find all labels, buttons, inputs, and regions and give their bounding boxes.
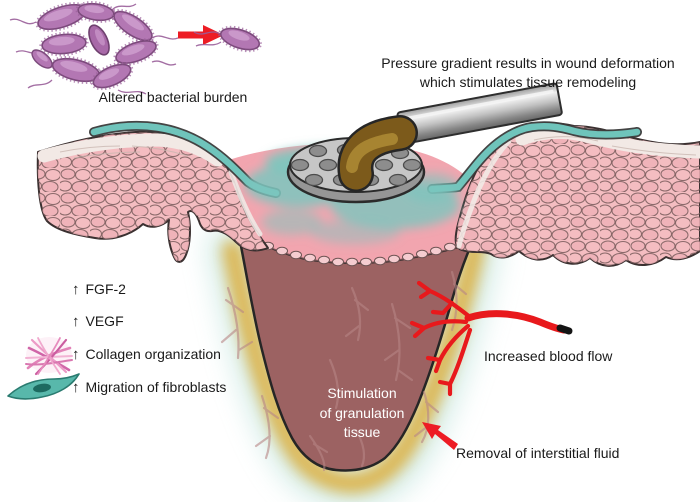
up-arrow-icon: ↑ <box>72 379 80 396</box>
up-arrow-icon: ↑ <box>72 313 80 330</box>
skin-flap-right <box>454 122 700 267</box>
stratum-corneum-left <box>37 133 225 167</box>
factor-fgf2-label: FGF-2 <box>85 281 126 297</box>
bacteria-reduction-arrow <box>178 25 224 45</box>
fluid-removal-arrow <box>422 422 458 450</box>
tube-connector <box>337 115 418 192</box>
factor-fgf2: ↑ FGF-2 <box>72 281 126 298</box>
blood-flow-caption: Increased blood flow <box>484 348 613 364</box>
factor-collagen-label: Collagen organization <box>85 346 221 362</box>
granulation-caption-line1: Stimulation <box>327 385 397 401</box>
interstitial-fluid-caption: Removal of interstitial fluid <box>456 445 620 461</box>
bacteria-cluster <box>9 1 179 95</box>
up-arrow-icon: ↑ <box>72 346 80 363</box>
bacteria-caption: Altered bacterial burden <box>98 89 248 105</box>
factor-collagen: ↑ Collagen organization <box>72 346 221 363</box>
pressure-caption-line2: which stimulates tissue remodeling <box>419 74 637 90</box>
pressure-caption-line1: Pressure gradient results in wound defor… <box>381 55 675 71</box>
factor-fibroblasts: ↑ Migration of fibroblasts <box>72 379 226 396</box>
granulation-caption-line2: of granulation <box>319 404 405 421</box>
pressure-gradient-caption: Pressure gradient results in wound defor… <box>352 54 700 92</box>
factor-fibroblasts-label: Migration of fibroblasts <box>85 379 227 395</box>
blood-vessel <box>409 280 573 397</box>
skin-flap-left <box>36 130 269 263</box>
fibroblast-cell-icon <box>7 373 80 400</box>
granulation-caption-line3: tissue <box>343 424 381 440</box>
collagen-fibers-icon <box>25 337 73 376</box>
granulation-caption: Stimulation of granulation tissue <box>299 384 425 443</box>
factor-vegf-label: VEGF <box>85 313 124 329</box>
factor-vegf: ↑ VEGF <box>72 313 124 330</box>
up-arrow-icon: ↑ <box>72 281 80 298</box>
